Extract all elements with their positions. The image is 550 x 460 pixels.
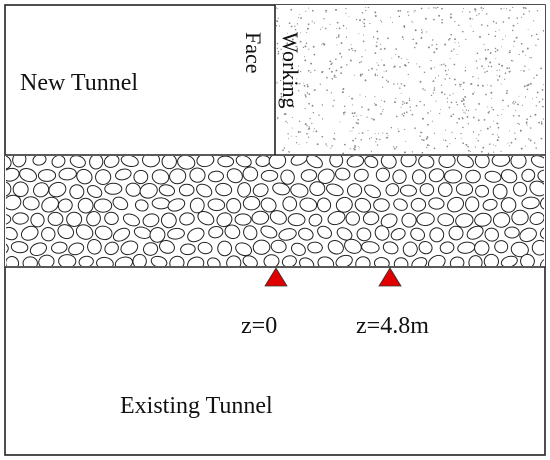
marker-triangle-left bbox=[264, 267, 288, 287]
face-label: Face bbox=[241, 32, 266, 74]
new-tunnel-label: New Tunnel bbox=[20, 70, 138, 96]
marker-right-label: z=4.8m bbox=[356, 313, 429, 339]
working-face-speckle-area bbox=[275, 5, 545, 155]
measurement-markers: z=0 z=4.8m bbox=[241, 267, 429, 339]
marker-left-label: z=0 bbox=[241, 313, 277, 339]
new-tunnel-region: New Tunnel Working Face bbox=[20, 5, 545, 155]
marker-triangle-right bbox=[378, 267, 402, 287]
working-label: Working bbox=[278, 32, 303, 108]
cobble-texture bbox=[6, 156, 544, 266]
rock-speckle-texture bbox=[276, 7, 544, 154]
existing-tunnel-label: Existing Tunnel bbox=[120, 393, 273, 419]
gravel-layer bbox=[5, 154, 545, 268]
